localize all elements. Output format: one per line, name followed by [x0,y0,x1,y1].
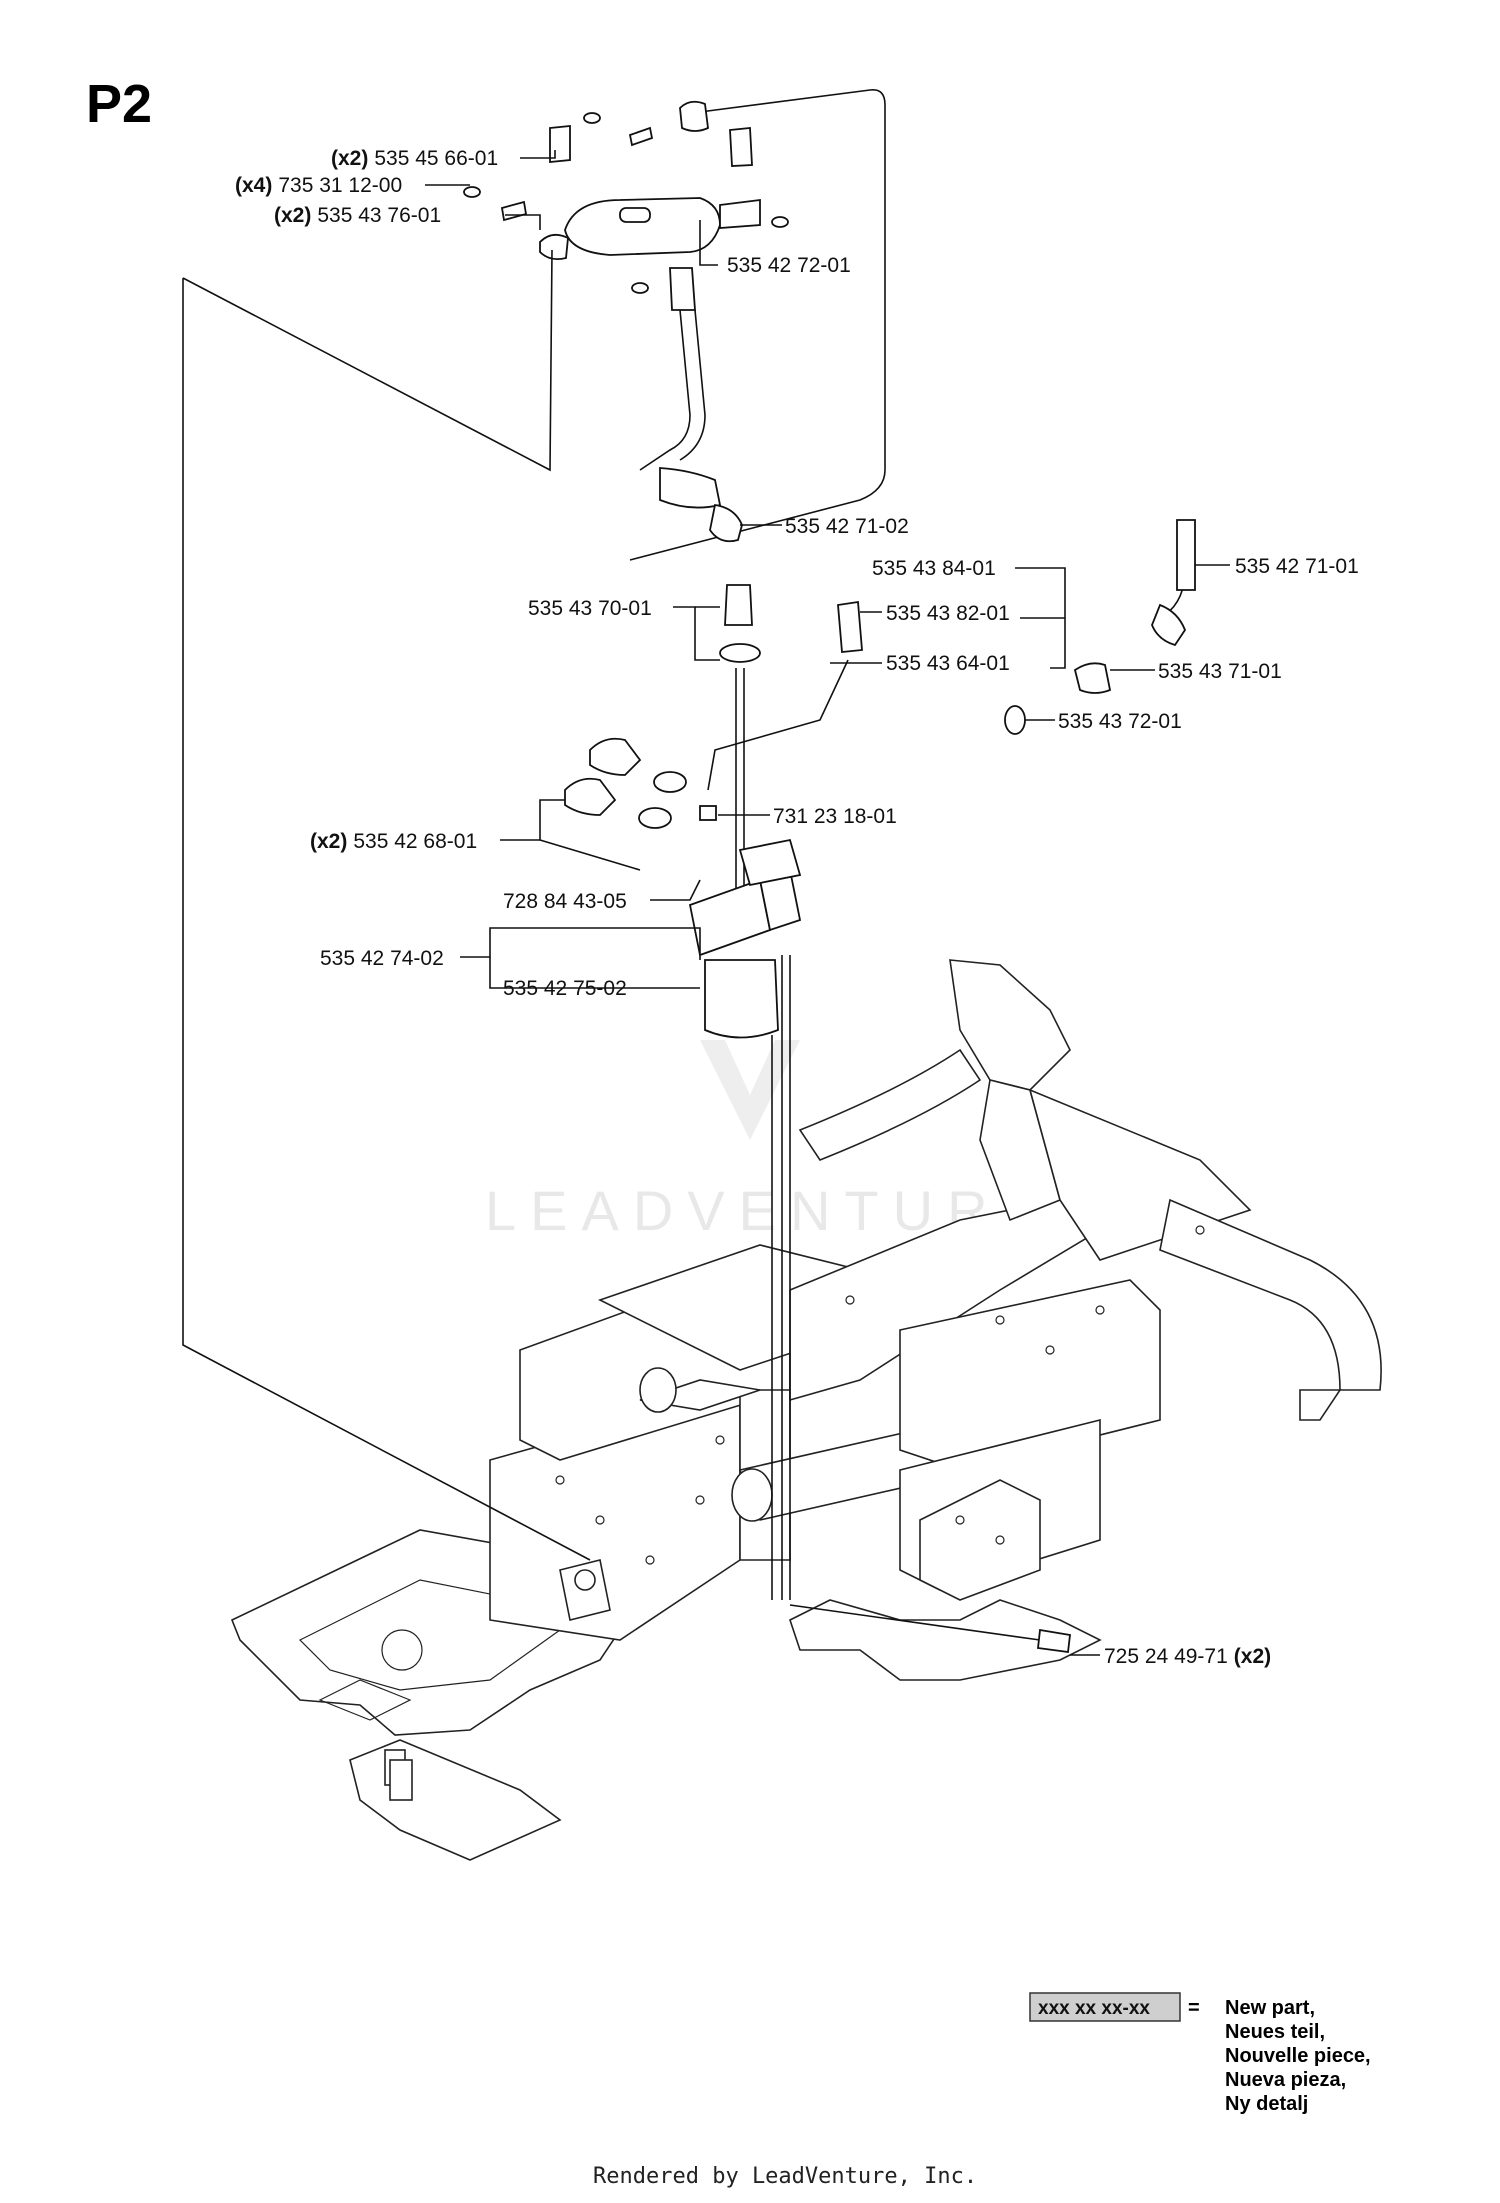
part-label-535-43-76-01[interactable]: (x2)535 43 76-01 [274,204,441,227]
part-label-535-42-71-02[interactable]: 535 42 71-02 [785,515,909,538]
part-label-535-43-72-01[interactable]: 535 43 72-01 [1058,710,1182,733]
part-label-535-42-72-01[interactable]: 535 42 72-01 [727,254,851,277]
legend-line-2: Neues teil, [1225,2021,1325,2043]
legend-swatch [1029,1992,1181,2022]
part-label-535-43-71-01[interactable]: 535 43 71-01 [1158,660,1282,683]
part-label-535-42-74-02[interactable]: 535 42 74-02 [320,947,444,970]
hydraulic-cylinder [564,197,721,256]
legend: xxx xx xx-xx = New part, Neues teil, Nou… [1029,1992,1371,2115]
part-label-735-31-12-00[interactable]: (x4)735 31 12-00 [235,174,402,197]
legend-equals: = [1188,1997,1200,2019]
part-label-535-42-71-01[interactable]: 535 42 71-01 [1235,555,1359,578]
part-label-535-43-64-01[interactable]: 535 43 64-01 [886,652,1010,675]
part-label-728-84-43-05[interactable]: 728 84 43-05 [503,890,627,913]
lever-knob [837,600,863,653]
diagram-title: P2 [86,74,152,134]
legend-line-4: Nueva pieza, [1225,2069,1346,2091]
part-label-725-24-49-71[interactable]: 725 24 49-71(x2) [1104,1645,1271,1668]
part-label-535-42-68-01[interactable]: (x2)535 42 68-01 [310,830,477,853]
watermark-logo-icon [700,1040,800,1140]
part-label-535-43-84-01[interactable]: 535 43 84-01 [872,557,996,580]
legend-line-5: Ny detalj [1225,2093,1308,2115]
leader-lines [182,150,1230,1656]
control-valve [688,878,772,957]
part-label-535-43-82-01[interactable]: 535 43 82-01 [886,602,1010,625]
part-label-535-42-75-02[interactable]: 535 42 75-02 [503,977,627,1000]
part-label-535-45-66-01[interactable]: (x2)535 45 66-01 [331,147,498,170]
legend-line-1: New part, [1225,1997,1315,2019]
hydraulic-assembly [463,88,1196,1654]
chassis-frame [230,959,1382,1861]
part-label-535-43-70-01[interactable]: 535 43 70-01 [528,597,652,620]
legend-line-3: Nouvelle piece, [1225,2045,1371,2067]
part-label-731-23-18-01[interactable]: 731 23 18-01 [773,805,897,828]
hydraulic-filter [704,959,779,1039]
legend-code: xxx xx xx-xx [1038,1998,1150,2019]
footer-credit: Rendered by LeadVenture, Inc. [593,2164,977,2189]
part-labels: (x2)535 45 66-01 (x4)735 31 12-00 (x2)53… [235,147,1359,1668]
